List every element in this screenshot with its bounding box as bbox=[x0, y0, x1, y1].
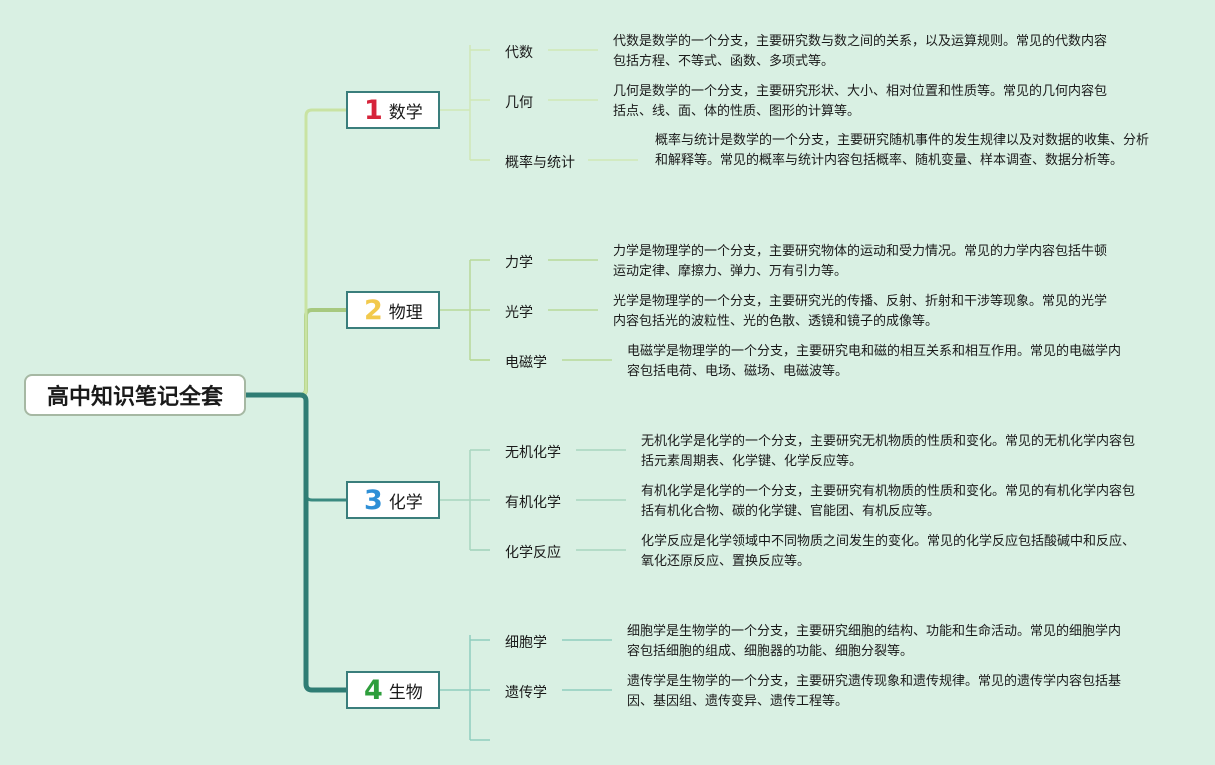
topic-chemical-reaction-desc: 化学反应是化学领域中不同物质之间发生的变化。常见的化学反应包括酸碱中和反应、氧化… bbox=[641, 534, 1136, 569]
topic-optics-desc: 光学是物理学的一个分支，主要研究光的传播、反射、折射和干涉等现象。常见的光学内容… bbox=[613, 294, 1108, 329]
branch-label: 数学 bbox=[388, 102, 423, 123]
topic-probability-desc: 概率与统计是数学的一个分支，主要研究随机事件的发生规律以及对数据的收集、分析和解… bbox=[655, 133, 1150, 168]
topic-mechanics[interactable]: 力学 bbox=[505, 255, 533, 271]
root-node[interactable]: 高中知识笔记全套 bbox=[24, 374, 246, 416]
root-title: 高中知识笔记全套 bbox=[46, 385, 223, 410]
topic-inorganic-chemistry-desc: 无机化学是化学的一个分支，主要研究无机物质的性质和变化。常见的无机化学内容包括元… bbox=[641, 434, 1136, 469]
trunk-line-physics bbox=[246, 308, 346, 397]
topic-genetics[interactable]: 遗传学 bbox=[505, 685, 547, 701]
topic-genetics-desc: 遗传学是生物学的一个分支，主要研究遗传现象和遗传规律。常见的遗传学内容包括基因、… bbox=[627, 674, 1122, 709]
topic-mechanics-desc: 力学是物理学的一个分支，主要研究物体的运动和受力情况。常见的力学内容包括牛顿运动… bbox=[613, 244, 1108, 279]
branch-biology[interactable]: 4 生物 bbox=[346, 671, 440, 709]
trunk-line-chemistry bbox=[246, 393, 346, 502]
topic-probability[interactable]: 概率与统计 bbox=[505, 155, 575, 171]
topic-organic-chemistry-desc: 有机化学是化学的一个分支，主要研究有机物质的性质和变化。常见的有机化学内容包括有… bbox=[641, 484, 1136, 519]
trunk-line-math bbox=[246, 108, 346, 397]
branch-number: 2 bbox=[364, 294, 383, 326]
topic-organic-chemistry[interactable]: 有机化学 bbox=[505, 495, 561, 511]
topic-geometry-desc: 几何是数学的一个分支，主要研究形状、大小、相对位置和性质等。常见的几何内容包括点… bbox=[613, 84, 1108, 119]
branch-number: 3 bbox=[364, 484, 383, 516]
topic-algebra[interactable]: 代数 bbox=[505, 45, 533, 61]
branch-label: 生物 bbox=[388, 682, 423, 703]
topic-electromagnetism[interactable]: 电磁学 bbox=[505, 355, 547, 371]
branch-label: 物理 bbox=[388, 302, 423, 323]
branch-label: 化学 bbox=[388, 492, 423, 513]
branch-physics[interactable]: 2 物理 bbox=[346, 291, 440, 329]
topic-optics[interactable]: 光学 bbox=[505, 305, 533, 321]
topic-cytology[interactable]: 细胞学 bbox=[505, 635, 547, 651]
branch-number: 1 bbox=[364, 94, 383, 126]
topic-algebra-desc: 代数是数学的一个分支，主要研究数与数之间的关系，以及运算规则。常见的代数内容包括… bbox=[613, 34, 1108, 69]
topic-chemical-reaction[interactable]: 化学反应 bbox=[505, 545, 561, 561]
trunk-line-biology bbox=[246, 392, 346, 693]
branch-chemistry[interactable]: 3 化学 bbox=[346, 481, 440, 519]
topic-geometry[interactable]: 几何 bbox=[505, 95, 533, 111]
topic-inorganic-chemistry[interactable]: 无机化学 bbox=[505, 445, 561, 461]
topic-cytology-desc: 细胞学是生物学的一个分支，主要研究细胞的结构、功能和生命活动。常见的细胞学内容包… bbox=[627, 624, 1122, 659]
branch-number: 4 bbox=[364, 674, 383, 706]
topic-electromagnetism-desc: 电磁学是物理学的一个分支，主要研究电和磁的相互关系和相互作用。常见的电磁学内容包… bbox=[627, 344, 1122, 379]
branch-math[interactable]: 1 数学 bbox=[346, 91, 440, 129]
